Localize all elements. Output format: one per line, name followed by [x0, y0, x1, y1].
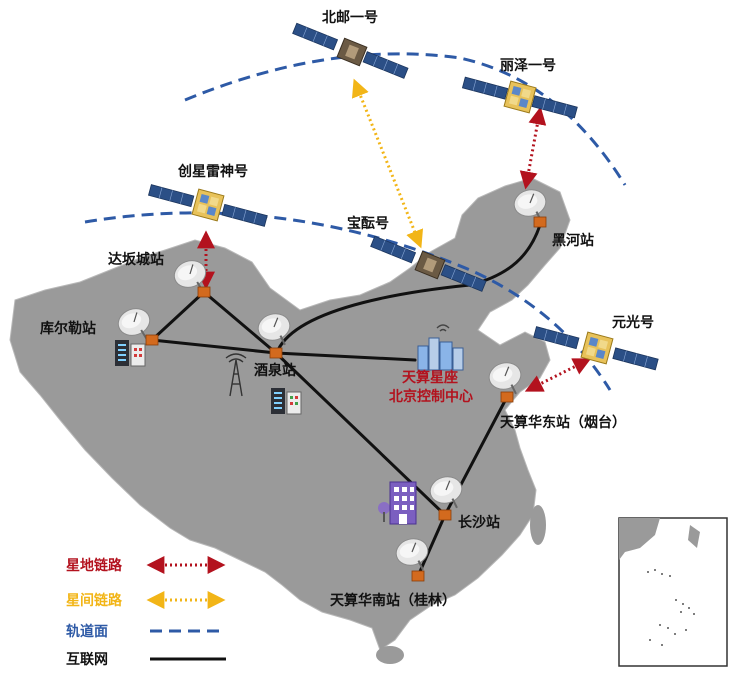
label-huanan: 天算华南站（桂林）	[330, 592, 456, 609]
link-kuerle-jiuquan	[150, 338, 278, 355]
label-lize: 丽泽一号	[500, 58, 556, 74]
inter-sat-link	[351, 78, 424, 249]
station-box-jiuquan	[269, 347, 283, 359]
link-dabancheng-kuerle	[150, 290, 206, 342]
legend-label-sat-ground: 星地链路	[66, 557, 123, 574]
sat-ground-link-lize	[519, 106, 547, 190]
server-rack-icon-kuerle	[115, 340, 146, 367]
satellite-chuangxing	[148, 184, 268, 227]
link-jiuquan-control	[274, 351, 417, 362]
internet-links	[150, 223, 542, 578]
hainan-shape	[376, 646, 404, 664]
satellite-baoyun	[370, 235, 487, 292]
label-changsha: 长沙站	[458, 514, 500, 531]
link-dabancheng-jiuquan	[202, 290, 278, 355]
station-box-changsha	[438, 509, 452, 521]
taiwan-shape	[530, 505, 546, 545]
legend-label-inter-sat: 星间链路	[66, 592, 123, 609]
link-jiuquan-changsha	[274, 351, 447, 517]
station-box-huanan	[411, 570, 425, 582]
label-jiuquan: 酒泉站	[254, 362, 296, 379]
satellite-lize	[462, 76, 578, 119]
legend-label-orbit: 轨道面	[66, 623, 108, 640]
building-icon-changsha	[378, 481, 417, 525]
label-dabancheng: 达坂城站	[108, 251, 164, 268]
server-rack-icon-jiuquan	[271, 388, 302, 415]
link-jiuquan-heihe	[276, 223, 542, 352]
station-box-heihe	[533, 216, 547, 228]
label-control-line1: 天算星座	[402, 369, 458, 386]
station-box-huadong	[500, 391, 514, 403]
label-huadong: 天算华东站（烟台）	[500, 414, 626, 431]
label-beiyou: 北邮一号	[322, 9, 378, 26]
label-heihe: 黑河站	[552, 232, 594, 249]
tower-icon	[225, 353, 247, 397]
link-changsha-huanan	[416, 513, 447, 578]
orbit-plane-upper	[184, 52, 627, 186]
satellite-beiyou	[292, 22, 409, 79]
label-control-line2: 北京控制中心	[389, 388, 473, 405]
sat-ground-link-yuanguang	[524, 358, 592, 392]
label-yuanguang: 元光号	[612, 314, 654, 331]
station-box-kuerle	[145, 334, 159, 346]
city-control-center-icon	[417, 324, 464, 371]
label-kuerle: 库尔勒站	[40, 320, 96, 337]
station-box-dabancheng	[197, 286, 211, 298]
legend: 星地链路 星间链路 轨道面 互联网	[66, 556, 226, 668]
legend-label-internet: 互联网	[66, 652, 108, 668]
label-chuangxing: 创星雷神号	[177, 163, 248, 180]
inset-map	[618, 517, 728, 667]
label-baoyun: 宝酝号	[347, 215, 389, 232]
